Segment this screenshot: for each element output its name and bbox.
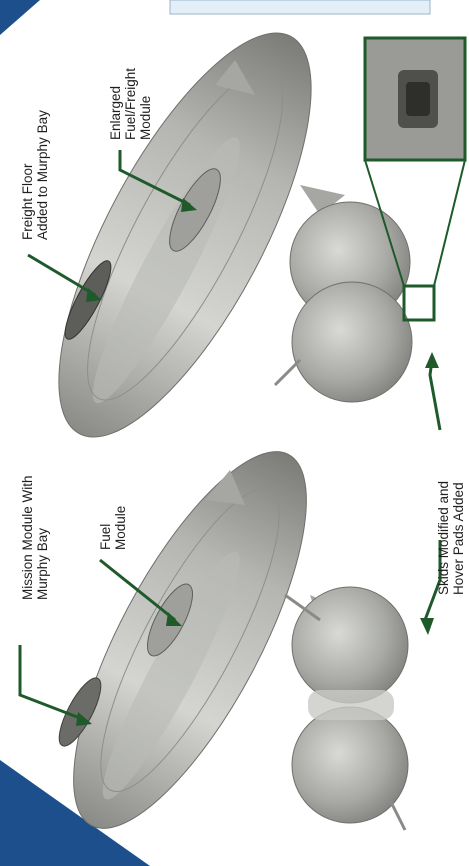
hover-pad-highlight — [404, 286, 434, 320]
label-skids-line1: Skids Modified and — [436, 481, 451, 595]
label-skids: Skids Modified and Hover Pads Added — [436, 481, 466, 595]
airship-original — [30, 422, 408, 859]
top-banner-strip — [170, 0, 430, 14]
label-skids-line2: Hover Pads Added — [451, 481, 466, 595]
airship-modified — [10, 0, 465, 470]
label-enlarged-fuel: Enlarged Fuel/Freight Module — [108, 68, 153, 140]
corner-blue-band-top — [0, 0, 40, 35]
skid-original-2 — [390, 800, 405, 830]
inset-detail-inner — [406, 82, 430, 116]
label-enlarged-fuel-line3: Module — [138, 68, 153, 140]
label-mission-module: Mission Module With Murphy Bay — [20, 475, 50, 600]
pod-original-1 — [292, 587, 408, 703]
pod-original-2 — [292, 707, 408, 823]
pod-band-original — [308, 690, 394, 720]
skid-modified-1 — [275, 360, 300, 385]
label-mission-module-line2: Murphy Bay — [35, 475, 50, 600]
label-enlarged-fuel-line1: Enlarged — [108, 68, 123, 140]
arrowhead-skids — [420, 618, 434, 635]
arrowhead-hover-pads — [425, 352, 439, 368]
label-fuel-module: Fuel Module — [98, 506, 128, 550]
label-freight-floor: Freight Floor Added to Murphy Bay — [20, 110, 50, 240]
label-fuel-module-line2: Module — [113, 506, 128, 550]
label-fuel-module-line1: Fuel — [98, 506, 113, 550]
label-mission-module-line1: Mission Module With — [20, 475, 35, 600]
leader-hover-pads — [430, 360, 440, 430]
inset-connector-2 — [434, 160, 465, 286]
label-enlarged-fuel-line2: Fuel/Freight — [123, 68, 138, 140]
label-freight-floor-line2: Added to Murphy Bay — [35, 110, 50, 240]
pod-modified-2 — [292, 282, 412, 402]
label-freight-floor-line1: Freight Floor — [20, 110, 35, 240]
